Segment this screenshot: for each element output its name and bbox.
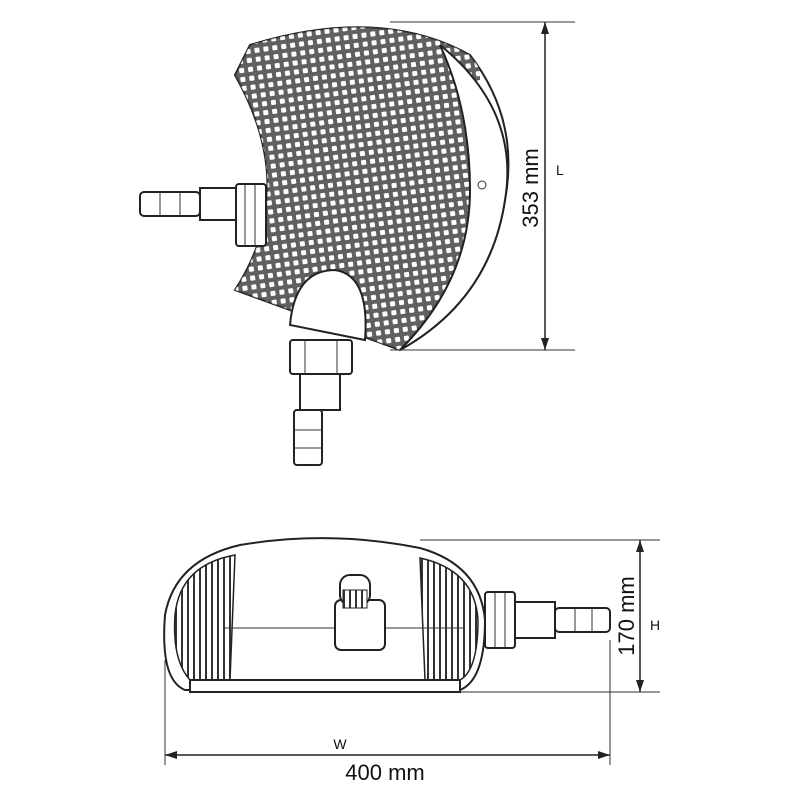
indicator-hole [477,180,487,190]
inlet-nozzle-left [139,183,267,247]
rib-right [419,557,479,681]
outlet-cover [288,268,367,342]
pump-side-view: 170 mm H W 400 mm [163,537,660,785]
outlet-nozzle-top [334,574,386,651]
dimension-height: 170 mm H [420,539,660,693]
width-symbol: W [333,736,347,752]
length-value: 353 mm [518,148,543,227]
length-symbol: L [556,162,564,178]
height-symbol: H [650,617,660,633]
width-value: 400 mm [345,760,424,785]
inlet-nozzle-right [484,591,611,649]
dimension-length: 353 mm L [390,21,575,351]
dimension-width: W 400 mm [164,640,611,785]
pump-top-view: 353 mm L [139,21,575,466]
outlet-nozzle-bottom [289,339,353,466]
rib-left [173,554,236,681]
height-value: 170 mm [614,576,639,655]
